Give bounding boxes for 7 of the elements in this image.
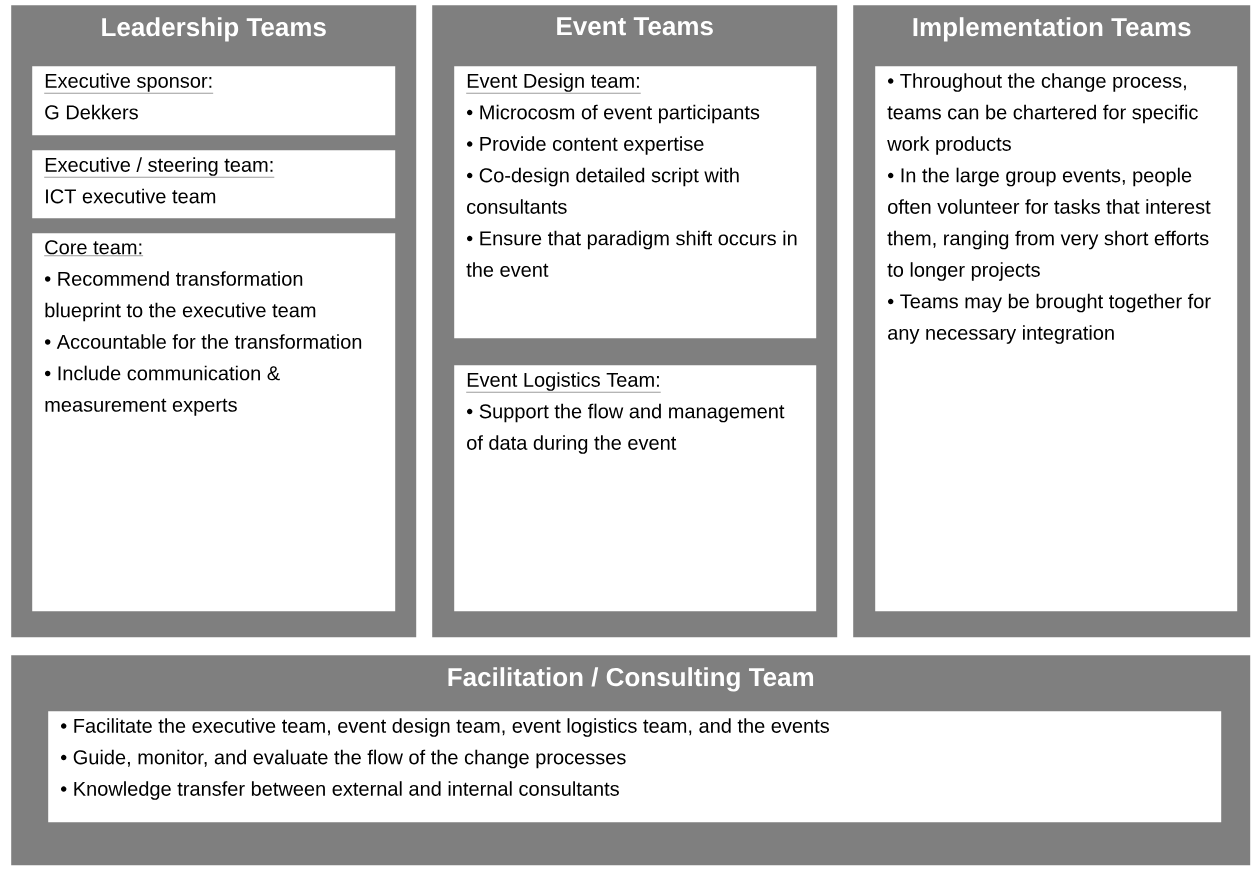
text-box: Event Design team: • Microcosm of event participants • Provide content expertise • Co-design detailed script with consultants • Ensure that paradigm shift occurs in the event (454, 66, 817, 339)
text-box: Executive / steering team: ICT executive team (32, 150, 396, 219)
text-box: Core team: • Recommend transformation blueprint to the executive team • Accountable for the transformation • Include communication & measurement experts (32, 233, 396, 612)
text-box: • Facilitate the executive team, event design team, event logistics team, and the events • Guide, monitor, and evaluate the flow of the change processes • Knowledge transfer between external and internal consultants (48, 711, 1222, 823)
text-box: • Throughout the change process, teams can be chartered for specific work products • In the large group events, people often volunteer for tasks that interest them, ranging from very short efforts to longer projects • Teams may be brought together for any necessary integration (875, 66, 1238, 612)
text-box: Event Logistics Team: • Support the flow and management of data during the event (454, 365, 817, 612)
text-box: Executive sponsor: G Dekkers (32, 66, 396, 136)
